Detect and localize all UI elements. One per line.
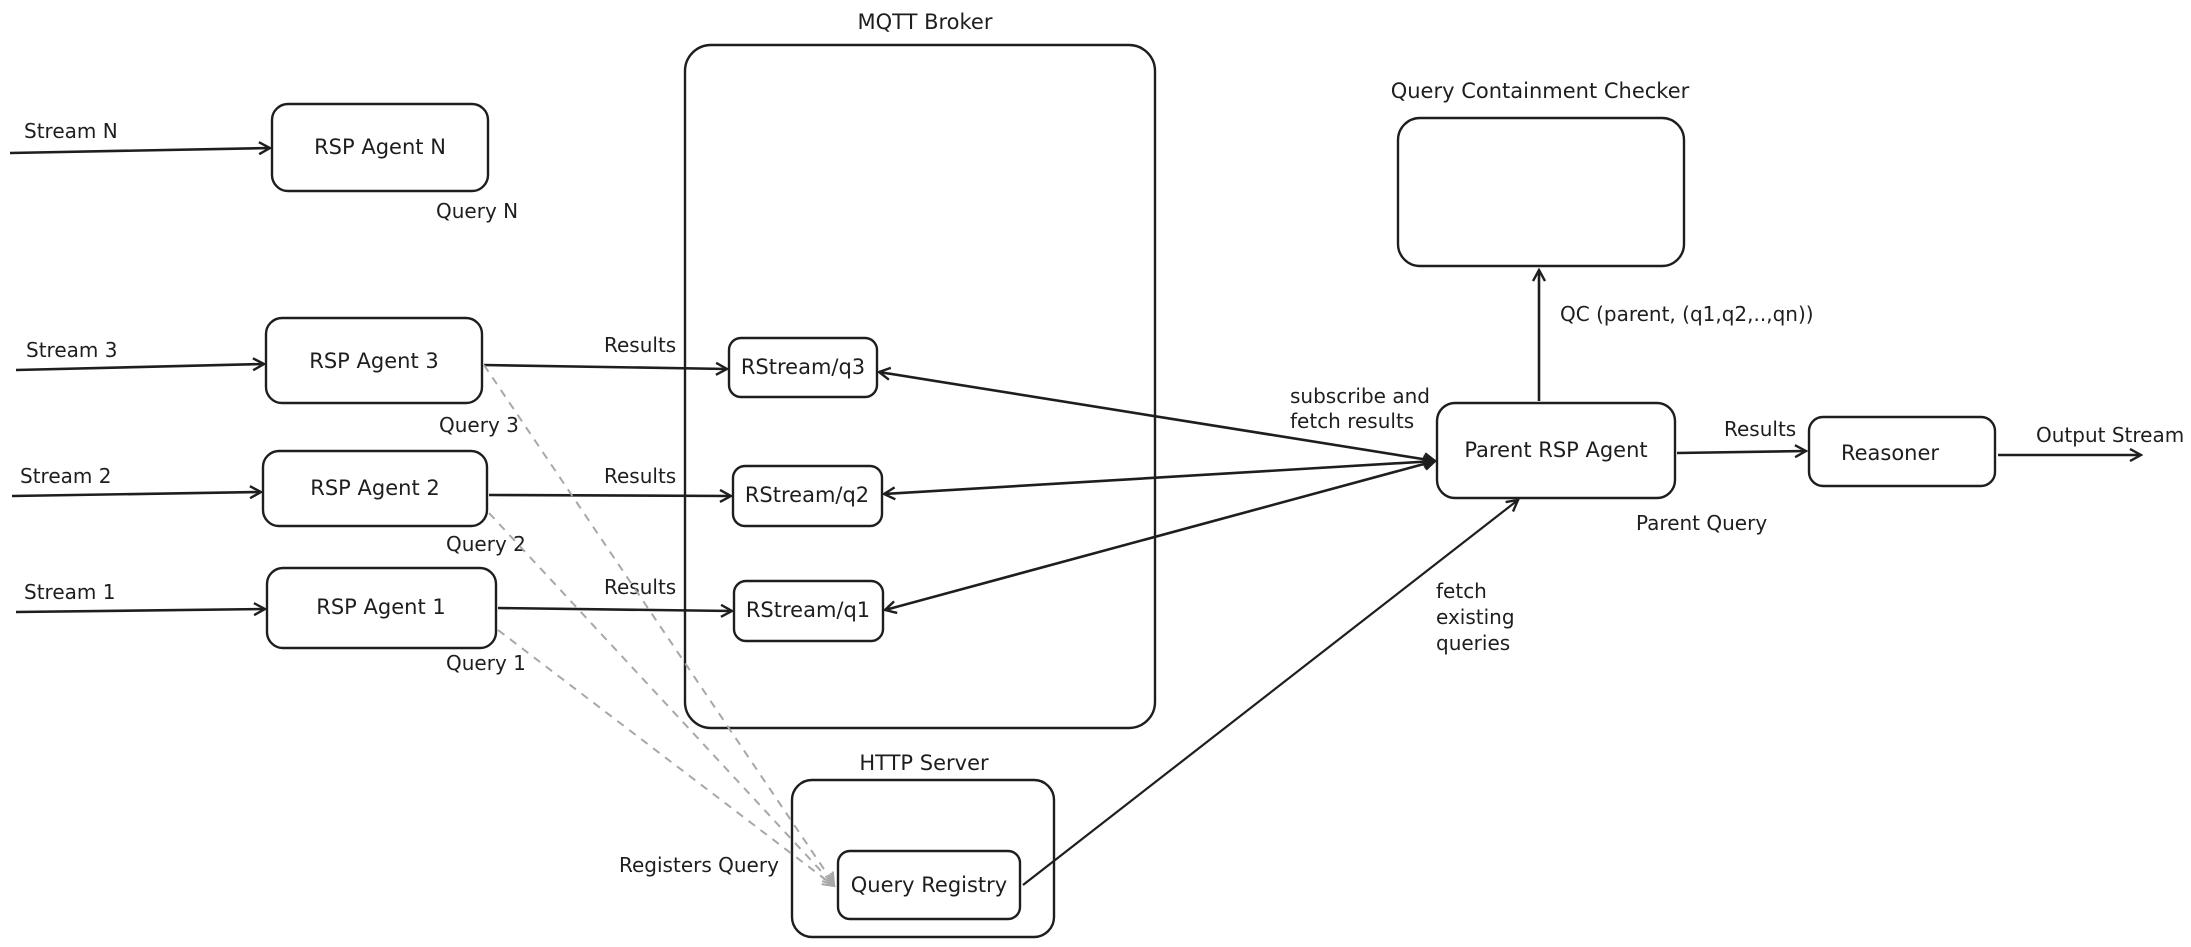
results-1-arrow xyxy=(497,608,732,611)
subscribe-label-line1: subscribe and xyxy=(1290,384,1430,408)
parent-rsp-agent-label: Parent RSP Agent xyxy=(1464,438,1647,462)
stream-1-arrow xyxy=(15,609,265,612)
query-n-label: Query N xyxy=(436,199,518,223)
reasoner-label: Reasoner xyxy=(1841,441,1939,465)
output-stream-label: Output Stream xyxy=(2036,423,2184,447)
register-query-3-line xyxy=(483,364,834,884)
subscribe-label-line2: fetch results xyxy=(1290,409,1414,433)
query-2-label: Query 2 xyxy=(446,532,526,556)
subscribe-q1-arrow xyxy=(885,461,1435,610)
rstream-q2-label: RStream/q2 xyxy=(745,483,869,507)
query-1-label: Query 1 xyxy=(446,651,526,675)
fetch-queries-arrow xyxy=(1022,500,1518,886)
query-containment-checker-label: Query Containment Checker xyxy=(1391,79,1690,103)
stream-2-label: Stream 2 xyxy=(20,464,111,488)
fetch-label-line2: existing xyxy=(1436,605,1515,629)
http-server-label: HTTP Server xyxy=(859,751,989,775)
mqtt-broker-container xyxy=(683,43,1157,730)
rsp-agent-n-label: RSP Agent N xyxy=(314,135,446,159)
query-registry-label: Query Registry xyxy=(851,873,1007,897)
query-containment-checker-box xyxy=(1396,116,1686,268)
subscribe-q2-arrow xyxy=(884,461,1435,494)
results-3-arrow xyxy=(483,365,727,369)
results-2-label: Results xyxy=(604,464,676,488)
stream-n-arrow xyxy=(9,148,270,153)
rsp-agent-3-label: RSP Agent 3 xyxy=(309,349,438,373)
stream-3-label: Stream 3 xyxy=(26,338,117,362)
results-2-arrow xyxy=(488,495,731,496)
register-query-2-line xyxy=(488,512,834,885)
results-3-label: Results xyxy=(604,333,676,357)
registers-query-label: Registers Query xyxy=(619,853,779,877)
stream-1-label: Stream 1 xyxy=(24,580,115,604)
rstream-q1-label: RStream/q1 xyxy=(746,598,870,622)
rsp-agent-1-label: RSP Agent 1 xyxy=(316,595,445,619)
stream-2-arrow xyxy=(11,492,261,496)
stream-3-arrow xyxy=(15,364,264,372)
results-1-label: Results xyxy=(604,575,676,599)
query-3-label: Query 3 xyxy=(439,413,519,437)
results-reasoner-label: Results xyxy=(1724,417,1796,441)
fetch-label-line3: queries xyxy=(1436,631,1510,655)
register-query-1-line xyxy=(497,629,834,886)
parent-query-label: Parent Query xyxy=(1636,511,1767,535)
mqtt-broker-label: MQTT Broker xyxy=(857,10,992,34)
reasoner-box xyxy=(1807,415,1997,488)
subscribe-q3-arrow xyxy=(879,372,1435,461)
fetch-label-line1: fetch xyxy=(1436,579,1487,603)
results-reasoner-arrow xyxy=(1676,451,1806,453)
query-registry-box xyxy=(836,849,1022,921)
rstream-q3-label: RStream/q3 xyxy=(741,355,865,379)
stream-n-label: Stream N xyxy=(24,119,118,143)
rsp-agent-2-label: RSP Agent 2 xyxy=(310,476,439,500)
http-server-container xyxy=(790,778,1056,939)
qc-call-label: QC (parent, (q1,q2,..,qn)) xyxy=(1560,302,1814,326)
